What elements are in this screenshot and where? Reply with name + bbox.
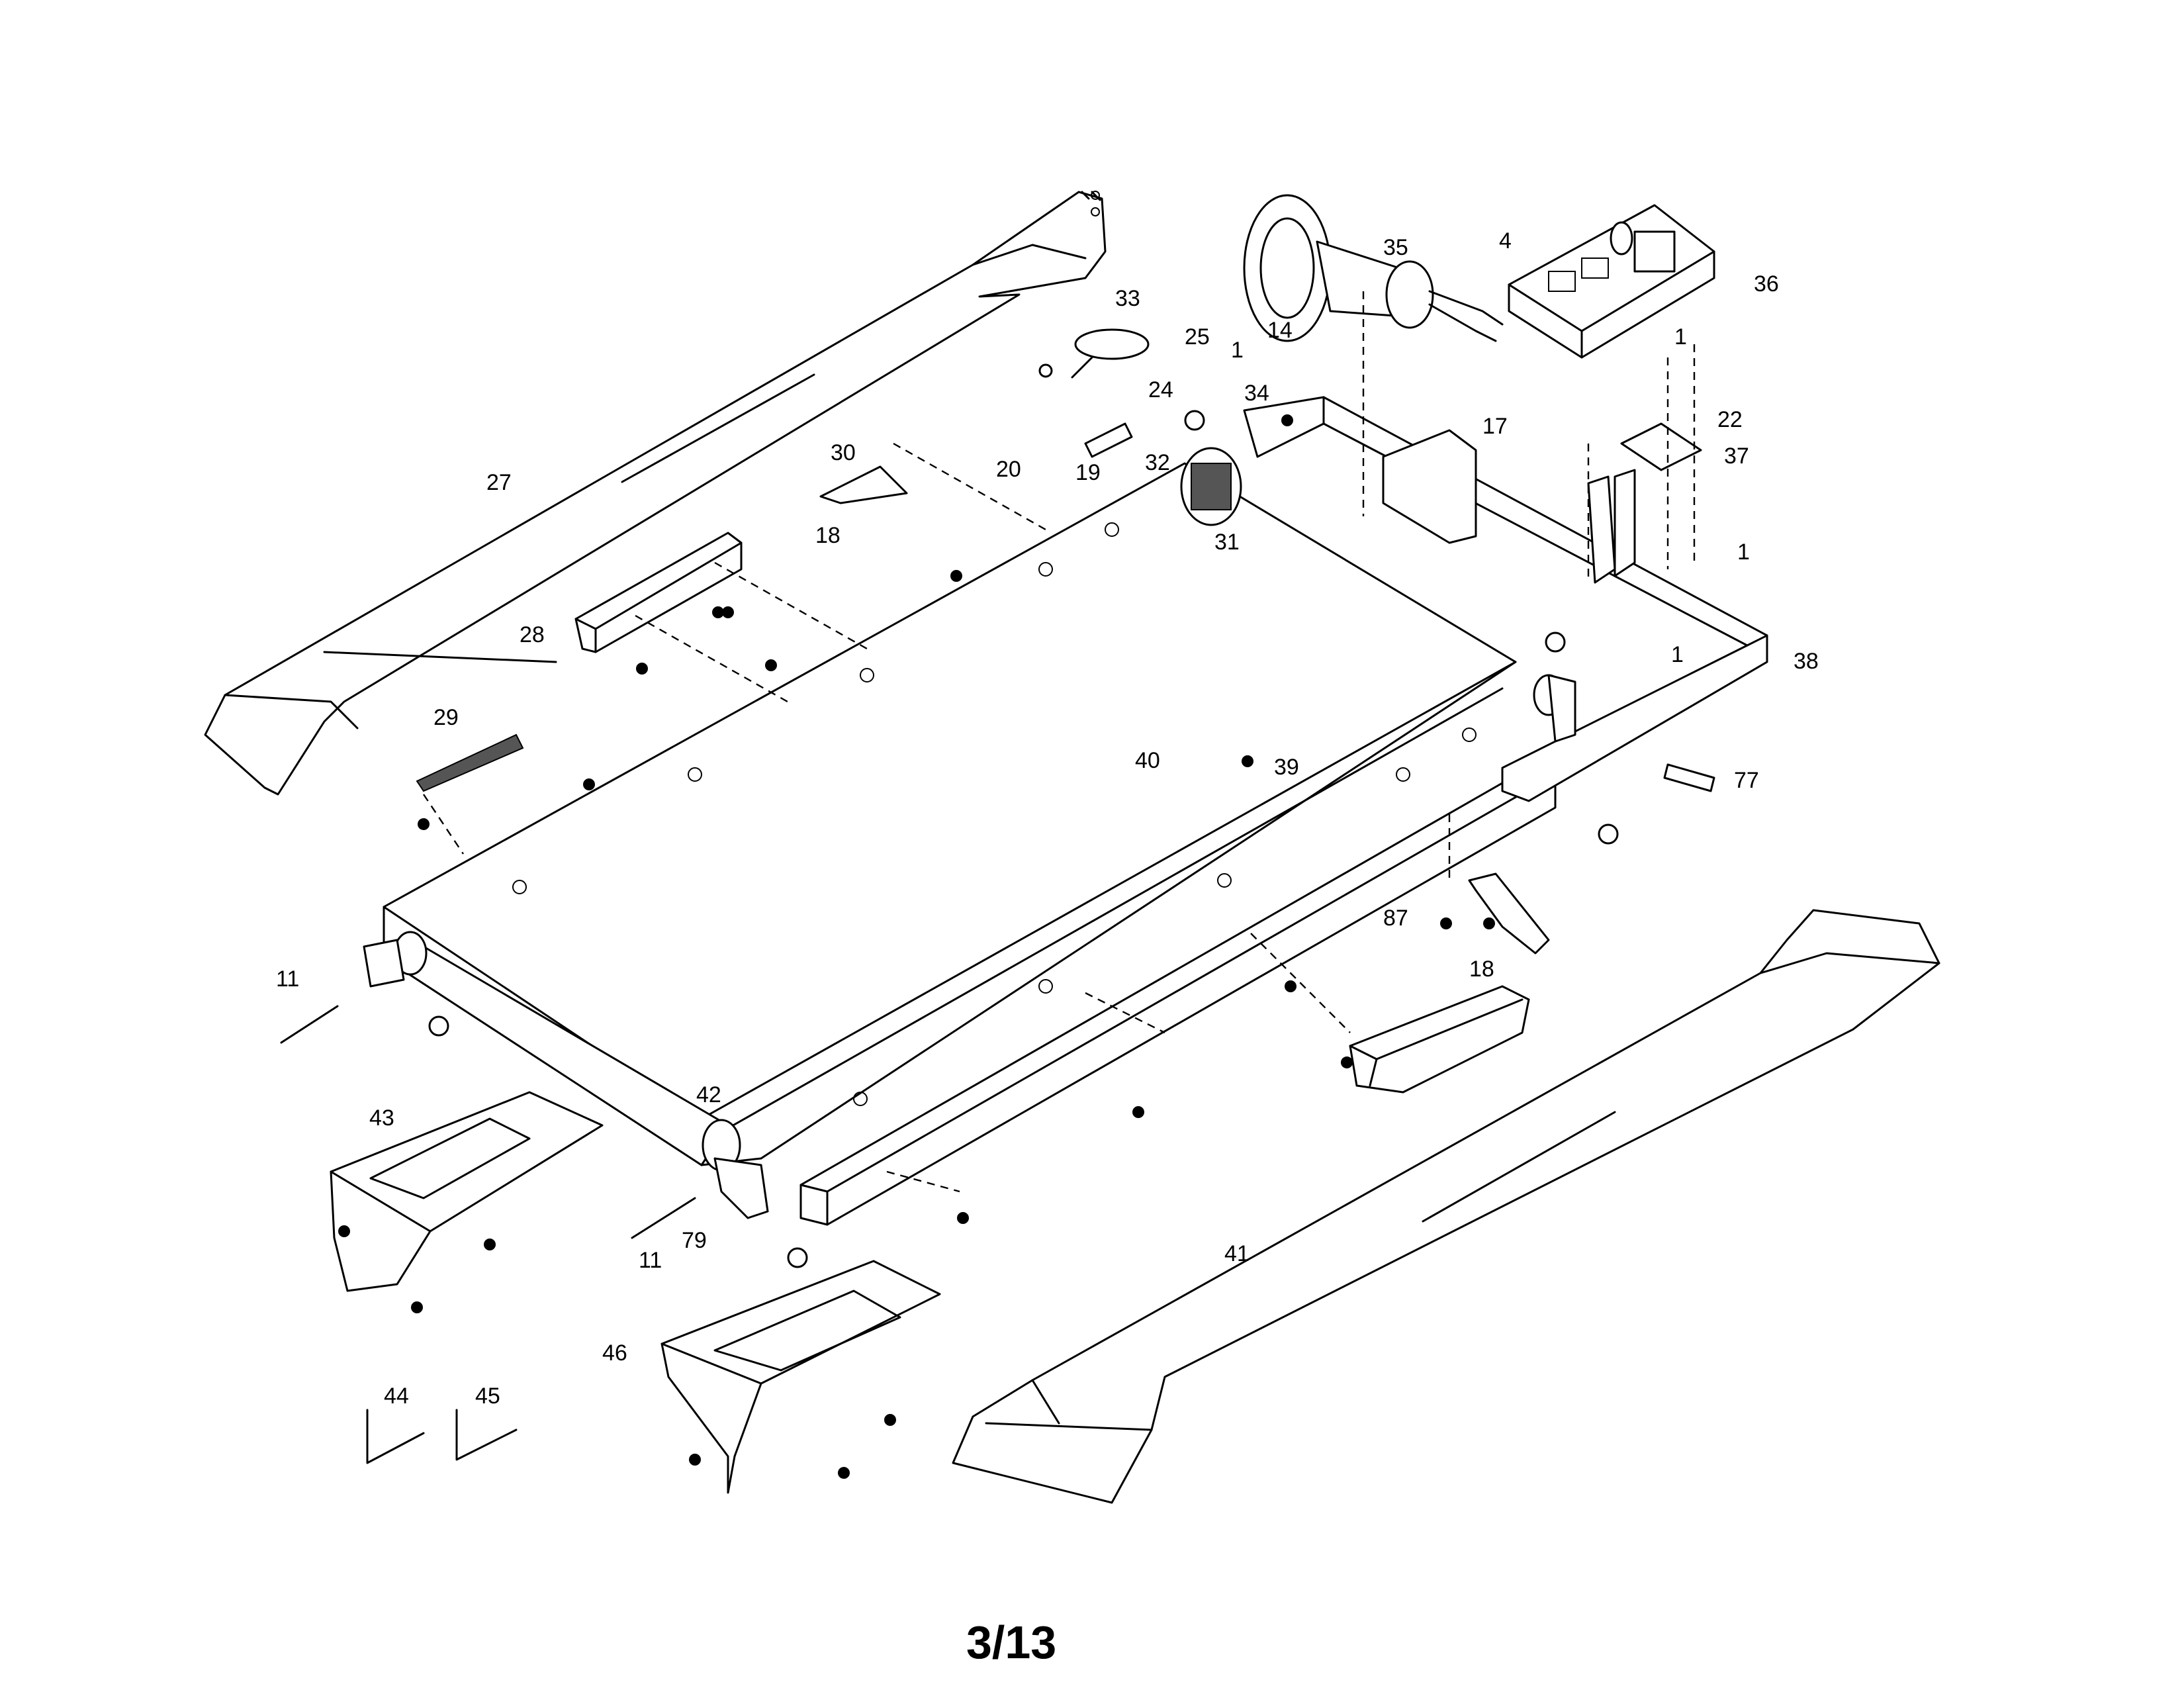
callout-label: 17 bbox=[1482, 414, 1508, 439]
callout-label: 40 bbox=[1135, 748, 1160, 773]
callout-label: 77 bbox=[1734, 768, 1759, 793]
callout-label: 22 bbox=[1717, 407, 1743, 432]
front-leg-cover-left bbox=[330, 1091, 604, 1292]
front-roller bbox=[363, 931, 769, 1219]
callout-label: 31 bbox=[1214, 530, 1240, 555]
callout-label: 35 bbox=[1383, 235, 1408, 260]
callout-label: 11 bbox=[639, 1248, 662, 1273]
front-leg-cover-right bbox=[660, 1260, 941, 1494]
callout-label: 1 bbox=[1671, 642, 1684, 667]
callout-label: 32 bbox=[1145, 450, 1170, 475]
guide-lines bbox=[423, 291, 1696, 1193]
callout-label: 29 bbox=[433, 705, 459, 730]
callout-label: 11 bbox=[276, 966, 299, 992]
allen-wrenches bbox=[366, 1409, 518, 1464]
callout-label: 33 bbox=[1115, 286, 1140, 311]
electronics-bracket bbox=[1620, 422, 1702, 471]
callout-label: 39 bbox=[1274, 755, 1299, 780]
callout-labels: 1 1 1 1 4 11 11 14 17 18 18 19 20 22 24 … bbox=[276, 228, 1819, 1668]
callout-label: 79 bbox=[682, 1228, 707, 1253]
callout-label: 38 bbox=[1794, 649, 1819, 674]
callout-label: 24 bbox=[1148, 377, 1173, 402]
decal bbox=[416, 733, 524, 792]
callout-label: 20 bbox=[996, 457, 1021, 482]
callout-label: 44 bbox=[384, 1383, 409, 1409]
callout-label: 34 bbox=[1244, 381, 1269, 406]
treadmill-frame bbox=[1243, 396, 1768, 802]
callout-label: 14 bbox=[1267, 318, 1293, 343]
rear-foot-cover-right bbox=[1349, 985, 1530, 1094]
callout-label: 37 bbox=[1724, 444, 1749, 469]
callout-label: 28 bbox=[520, 622, 545, 647]
bracket-right bbox=[1468, 872, 1550, 955]
drive-motor bbox=[1243, 194, 1504, 342]
callout-label: 36 bbox=[1754, 271, 1779, 297]
right-rail-cover bbox=[952, 909, 1940, 1504]
rear-foot-cover-left bbox=[574, 532, 743, 653]
left-rail-cover bbox=[204, 191, 1107, 796]
callout-label: 1 bbox=[1674, 324, 1687, 350]
callout-label: 42 bbox=[696, 1082, 721, 1107]
callout-label: 45 bbox=[475, 1383, 500, 1409]
callout-label: 4 bbox=[1499, 228, 1512, 254]
rear-roller-pulley bbox=[1180, 447, 1576, 743]
callout-label: 27 bbox=[486, 470, 512, 495]
callout-label: 1 bbox=[1231, 338, 1244, 363]
page-number: 3/13 bbox=[966, 1617, 1056, 1668]
screws bbox=[338, 363, 1619, 1479]
bracket-left bbox=[819, 465, 908, 504]
controller-board bbox=[1508, 204, 1715, 359]
callout-label: 43 bbox=[369, 1105, 394, 1131]
callout-label: 41 bbox=[1224, 1241, 1250, 1266]
axle-bolts bbox=[280, 422, 1715, 1239]
callout-label: 25 bbox=[1185, 324, 1210, 350]
callout-label: 18 bbox=[1469, 957, 1494, 982]
callout-label: 46 bbox=[602, 1340, 627, 1366]
callout-label: 1 bbox=[1737, 539, 1750, 565]
callout-label: 18 bbox=[815, 523, 841, 548]
callout-label: 19 bbox=[1075, 460, 1101, 485]
ground-wire bbox=[1071, 328, 1150, 379]
callout-label: 30 bbox=[831, 440, 856, 465]
callout-label: 87 bbox=[1383, 906, 1408, 931]
